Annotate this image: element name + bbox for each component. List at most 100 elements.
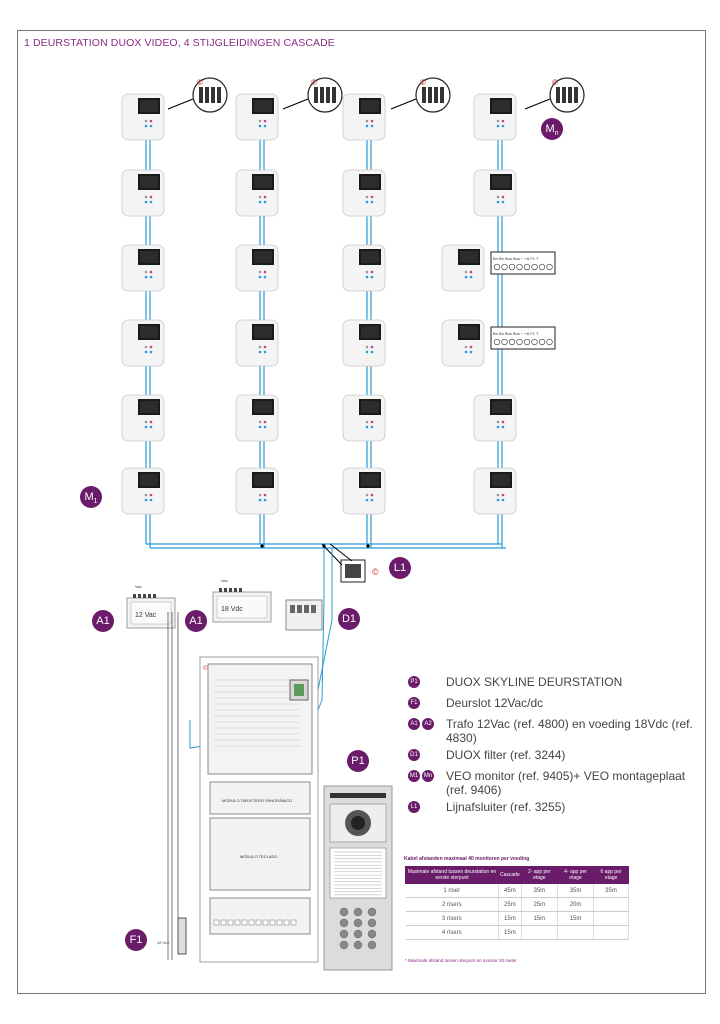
table-cell — [557, 925, 595, 940]
table-cell: 25m — [498, 897, 522, 912]
table-cell: 3 risers — [405, 911, 499, 926]
copyright-mark: © — [197, 78, 203, 87]
legend-icons: F1 — [408, 697, 420, 709]
legend-text: VEO monitor (ref. 9405)+ VEO montageplaa… — [446, 769, 686, 797]
detail-magnifier — [390, 77, 451, 113]
table-cell — [593, 897, 629, 912]
table-cell: 2 risers — [405, 897, 499, 912]
distance-table: Maximale afstand tussen deurstation en e… — [405, 866, 629, 940]
table-header-cell: Cascade — [498, 866, 522, 884]
monitor — [121, 394, 165, 442]
legend-icons: L1 — [408, 801, 420, 813]
monitor — [342, 467, 386, 515]
detail-magnifier — [282, 77, 343, 113]
detail-magnifier — [167, 77, 228, 113]
line-terminator — [321, 543, 366, 583]
lock-label: 12 Vcc — [157, 940, 169, 945]
legend-badge: P1 — [408, 676, 420, 688]
monitor — [342, 93, 386, 141]
monitor — [473, 394, 517, 442]
psu-vac-tag: Vac — [135, 584, 142, 589]
copyright-mark: © — [311, 78, 317, 87]
legend-badge: M1 — [408, 770, 420, 782]
monitor — [342, 169, 386, 217]
table-cell: 1 riser — [405, 883, 499, 898]
legend-text: Deurslot 12Vac/dc — [446, 696, 544, 710]
badge-m1: M1 — [80, 486, 102, 508]
table-cell: 20m — [557, 897, 595, 912]
copyright-mark: © — [372, 567, 379, 577]
table-cell — [593, 925, 629, 940]
terminal-strip: Bn Bn Bus Bus − +A F1 T — [490, 251, 556, 275]
table-cell: 15m — [521, 911, 558, 926]
table-header-cell: 6 app per etage — [593, 866, 629, 884]
diagram-frame — [17, 30, 706, 994]
table-cell: 35m — [557, 883, 595, 898]
psu-voltage-label: 18 Vdc — [221, 606, 243, 613]
terminal-strip: Bn Bn Bus Bus − +A F1 T — [490, 326, 556, 350]
legend-item: F1 Deurslot 12Vac/dc — [408, 696, 708, 714]
table-cell: 15m — [498, 925, 522, 940]
monitor — [342, 394, 386, 442]
table-title: Kabel afstanden maximaal 40 monitoren pe… — [404, 856, 530, 862]
monitor — [235, 93, 279, 141]
monitor — [121, 93, 165, 141]
legend-badge: A2 — [422, 718, 434, 730]
monitor — [121, 169, 165, 217]
table-cell: 35m — [521, 883, 558, 898]
monitor — [441, 244, 485, 292]
monitor — [473, 467, 517, 515]
badge-mn: Mn — [541, 118, 563, 140]
legend-icons: P1 — [408, 676, 420, 688]
monitor — [121, 244, 165, 292]
module-keypad-label: MÓDULO TECLADO — [240, 854, 278, 859]
badge-f1: F1 — [125, 929, 147, 951]
badge-d1: D1 — [338, 608, 360, 630]
badge-a1-right: A1 — [185, 610, 207, 632]
legend-badge: A1 — [408, 718, 420, 730]
table-footnote: * Maximale afstand tussen sterpunt en mo… — [405, 958, 517, 963]
terminal-strip-label: Bn Bn Bus Bus − +A F1 T — [493, 256, 539, 261]
legend-badge: L1 — [408, 801, 420, 813]
table-cell: 15m — [557, 911, 595, 926]
badge-p1: P1 — [347, 750, 369, 772]
monitor — [473, 169, 517, 217]
junction-dot — [366, 544, 370, 548]
badge-l1: L1 — [389, 557, 411, 579]
monitor — [235, 169, 279, 217]
table-cell: 25m — [521, 897, 558, 912]
table-cell: 45m — [498, 883, 522, 898]
monitor — [473, 93, 517, 141]
monitor — [342, 244, 386, 292]
monitor — [121, 319, 165, 367]
door-panel-front — [323, 785, 393, 971]
table-cell: 35m — [593, 883, 629, 898]
terminal-strip-label: Bn Bn Bus Bus − +A F1 T — [493, 331, 539, 336]
monitor — [235, 244, 279, 292]
table-header-cell: 4- app per etage — [556, 866, 595, 884]
detail-magnifier — [524, 77, 585, 113]
table-cell — [593, 911, 629, 926]
legend-item: D1 DUOX filter (ref. 3244) — [408, 748, 708, 766]
legend-badge: D1 — [408, 749, 420, 761]
legend-text: DUOX filter (ref. 3244) — [446, 748, 566, 762]
table-cell: 4 risers — [405, 925, 499, 940]
monitor — [235, 394, 279, 442]
page-title: 1 DEURSTATION DUOX VIDEO, 4 STIJGLEIDING… — [24, 37, 335, 49]
legend-icons: D1 — [408, 749, 420, 761]
